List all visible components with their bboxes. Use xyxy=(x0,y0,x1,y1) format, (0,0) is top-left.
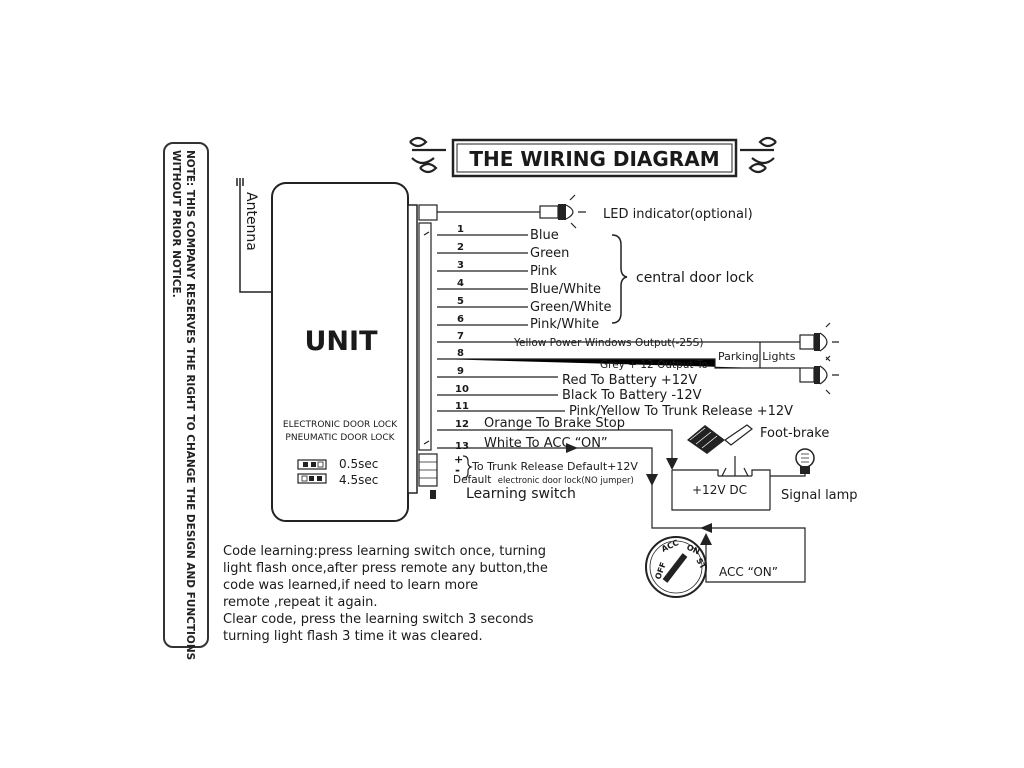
parking-lights: Parking Lights xyxy=(718,322,839,395)
wire-label: Blue xyxy=(530,228,559,243)
wire-number: 8 xyxy=(457,348,464,359)
learning-switch-label: Learning switch xyxy=(466,486,576,502)
wire-label: White To ACC “ON” xyxy=(484,436,608,451)
wire-number: 3 xyxy=(457,260,464,271)
wire-label: Pink/White xyxy=(530,317,599,332)
wire-label: Orange To Brake Stop xyxy=(484,416,625,431)
instruction-line: Code learning:press learning switch once… xyxy=(223,544,547,559)
wire-number: 1 xyxy=(457,224,464,235)
wire-number: 11 xyxy=(455,401,469,412)
instruction-line: Clear code, press the learning switch 3 … xyxy=(223,612,534,627)
dc-12v-label: +12V DC xyxy=(692,483,747,497)
jumper-section: + - To Trunk Release Default+12V Default… xyxy=(453,453,638,502)
wire-label: Pink xyxy=(530,264,557,279)
brake-circuit: Foot-brake +12V DC Signal lamp xyxy=(671,424,858,511)
ignition-switch: OFF ACC ON ST ACC “ON” xyxy=(645,478,806,598)
wire-label: Red To Battery +12V xyxy=(562,373,697,388)
wire-label: Pink/Yellow To Trunk Release +12V xyxy=(569,404,793,419)
central-door-lock-group: central door lock xyxy=(611,234,755,324)
instruction-line: turning light flash 3 time it was cleare… xyxy=(223,629,483,644)
foot-brake-label: Foot-brake xyxy=(760,426,829,441)
signal-lamp-label: Signal lamp xyxy=(781,488,858,503)
wire-number: 10 xyxy=(455,384,469,395)
wire-labels: Blue Green Pink Blue/White Green/White P… xyxy=(484,228,793,451)
wire-number: 5 xyxy=(457,296,464,307)
wire-label: Green/White xyxy=(530,300,612,315)
unit-subtitle-pneumatic: PNEUMATIC DOOR LOCK xyxy=(285,433,395,443)
time-4-5sec: 4.5sec xyxy=(339,473,378,487)
wire-numbers: 1 2 3 4 5 6 7 8 9 10 11 12 13 xyxy=(455,224,469,452)
led-label: LED indicator(optional) xyxy=(603,207,753,222)
wire-number: 7 xyxy=(457,331,464,342)
instruction-line: code was learned,if need to learn more xyxy=(223,578,479,593)
wire-label: Black To Battery -12V xyxy=(562,388,702,403)
antenna-label: Antenna xyxy=(243,192,259,251)
title-banner: THE WIRING DIAGRAM xyxy=(409,136,777,178)
wire-number: 2 xyxy=(457,242,464,253)
wire-label: Blue/White xyxy=(530,282,601,297)
wire-lines xyxy=(437,234,760,486)
antenna: Antenna xyxy=(236,178,272,293)
led-indicator: LED indicator(optional) xyxy=(437,194,753,229)
instruction-line: remote ,repeat it again. xyxy=(223,595,378,610)
unit-subtitle-electronic: ELECTRONIC DOOR LOCK xyxy=(283,420,398,430)
instruction-line: light flash once,after press remote any … xyxy=(223,561,548,576)
code-learning-instructions: Code learning:press learning switch once… xyxy=(223,543,603,645)
diagram-title: THE WIRING DIAGRAM xyxy=(469,147,719,171)
acc-on-label: ACC “ON” xyxy=(719,565,778,579)
central-door-lock-label: central door lock xyxy=(636,270,755,286)
parking-lights-label: Parking Lights xyxy=(718,350,796,363)
time-0-5sec: 0.5sec xyxy=(339,457,378,471)
wire-label: Yellow Power Windows Output(-25S) xyxy=(513,337,703,349)
wire-number: 4 xyxy=(457,278,464,289)
jumper-default-label: Default xyxy=(453,474,491,486)
wire-number: 13 xyxy=(455,441,469,452)
wire-connector xyxy=(418,204,438,499)
jumper-minus: - xyxy=(455,463,460,477)
jumper-default-detail: electronic door lock(NO jumper) xyxy=(498,476,634,486)
wire-label: Green xyxy=(530,246,569,261)
unit-label: UNIT xyxy=(305,326,379,357)
svg-text:Default electronic door: Default electronic door lock(NO jumper) xyxy=(453,474,634,486)
jumper-trunk-label: To Trunk Release Default+12V xyxy=(471,460,638,473)
jumper-plus: + xyxy=(454,453,463,466)
wire-number: 6 xyxy=(457,314,464,325)
wire-label: Grey + 12 Output To xyxy=(600,359,708,371)
wire-number: 9 xyxy=(457,366,464,377)
note-frame xyxy=(163,142,209,648)
wire-number: 12 xyxy=(455,419,469,430)
unit-box: UNIT ELECTRONIC DOOR LOCK PNEUMATIC DOOR… xyxy=(271,182,418,522)
